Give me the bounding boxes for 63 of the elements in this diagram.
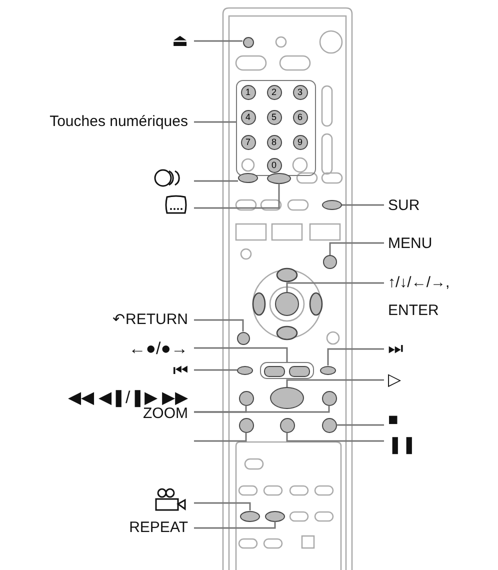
surround-button: [238, 173, 258, 183]
number-key: 4: [240, 110, 256, 124]
menu-button: [323, 255, 337, 269]
number-key: 1: [240, 84, 256, 100]
fast-forward-button: [322, 390, 336, 406]
button-label: ↑/↓/←/→, ENTER: [388, 269, 488, 325]
button-label: ▷: [388, 371, 401, 389]
leader-line: [194, 406, 330, 413]
button-label: ⏮: [173, 362, 188, 380]
button-label: ↶RETURN: [112, 311, 188, 329]
leader-line: [286, 379, 384, 387]
next-button: [320, 366, 336, 374]
angle-button: [240, 510, 260, 522]
leader-line: [194, 184, 280, 209]
leader-line: [194, 502, 251, 510]
number-key: 6: [292, 110, 308, 124]
leader-line: [342, 204, 384, 206]
button-label: REPEAT: [129, 519, 188, 537]
button-label: ◀◀ ◀❚/❚▶ ▶▶: [68, 389, 188, 407]
rewind-button: [238, 390, 254, 406]
leader-line: [329, 242, 384, 255]
leader-line: [194, 347, 288, 362]
number-key: 3: [292, 84, 308, 100]
number-key: 9: [292, 134, 308, 150]
pause-button: [280, 418, 294, 432]
button-label: ←●/●→: [128, 340, 188, 358]
leader-line: [286, 282, 384, 292]
leader-line: [194, 180, 238, 182]
zoom-button: [238, 418, 254, 432]
button-label: ■: [388, 411, 398, 429]
number-key: 5: [266, 110, 282, 124]
number-key: 7: [240, 134, 256, 150]
subtitle-icon: [164, 195, 188, 215]
camera-icon: [154, 488, 188, 512]
button-label: ❚❚: [388, 436, 416, 454]
subtitle-button: [267, 172, 291, 184]
leader-line: [327, 348, 384, 366]
leader-line: [194, 432, 247, 442]
leader-line: [194, 40, 242, 42]
eject-symbol: ⏏: [172, 32, 188, 50]
repeat-button: [265, 510, 285, 522]
number-key: 0: [266, 158, 282, 172]
button-label: ⏭: [388, 340, 403, 358]
stop-button: [322, 418, 336, 432]
number-key: 8: [266, 134, 282, 150]
button-label: Touches numériques: [50, 113, 188, 131]
button-label: MENU: [388, 235, 432, 253]
leader-line: [194, 319, 244, 332]
return-button: [236, 332, 250, 344]
leader-line: [336, 424, 384, 426]
play-button: [270, 387, 304, 409]
leader-line: [194, 522, 276, 529]
leader-line: [194, 369, 237, 371]
number-key: 2: [266, 84, 282, 100]
eject-button: [242, 36, 254, 48]
replay-advance-buttons: [260, 362, 314, 379]
leader-line: [286, 432, 384, 442]
previous-button: [237, 366, 253, 374]
sur-button: [322, 200, 342, 210]
button-label: SUR: [388, 197, 420, 215]
leader-line: [194, 121, 236, 123]
button-label: ZOOM: [143, 405, 188, 423]
enter-button: [275, 292, 299, 316]
